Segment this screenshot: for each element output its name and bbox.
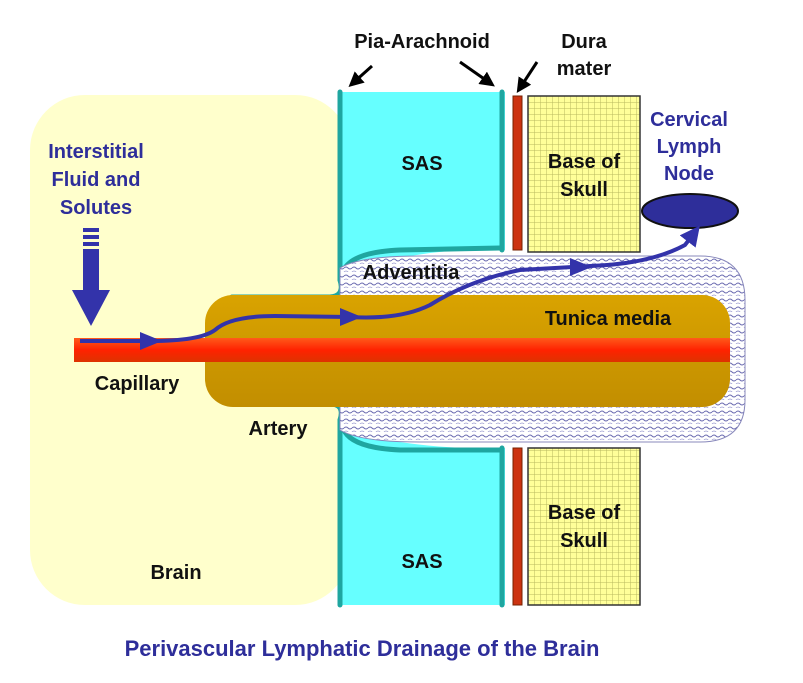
diagram-caption: Perivascular Lymphatic Drainage of the B…: [125, 636, 600, 661]
dura-mater-top: [512, 95, 523, 251]
lymph-node-label-line3: Node: [664, 163, 714, 185]
pia-pointer-arrows: [348, 60, 539, 94]
interstitial-fluid-arrow: [72, 228, 110, 326]
fluid-label-line1: Interstitial: [48, 141, 144, 163]
drainage-flow-path: [80, 225, 700, 343]
skull-bottom: [527, 447, 641, 606]
flow-arrowheads: [140, 258, 592, 350]
capillary-label: Capillary: [95, 373, 180, 395]
fluid-label-line2: Fluid and: [52, 169, 141, 191]
sas-bottom-label: SAS: [401, 551, 442, 573]
skull-top-label-line1: Base of: [548, 151, 621, 173]
lymph-node-label-line1: Cervical: [650, 109, 728, 131]
adventitia-label: Adventitia: [363, 262, 461, 284]
sas-top-compartment: [340, 92, 505, 282]
skull-bottom-label-line1: Base of: [548, 502, 621, 524]
brain-label: Brain: [150, 562, 201, 584]
dura-label-line2: mater: [557, 58, 612, 80]
skull-top-label-line2: Skull: [560, 179, 608, 201]
dura-mater-bottom: [512, 447, 523, 606]
artery-label: Artery: [249, 418, 309, 440]
tunica-media-label: Tunica media: [545, 308, 672, 330]
vessel-lumen: [74, 338, 730, 362]
skull-top: [527, 95, 641, 253]
fluid-label-line3: Solutes: [60, 197, 132, 219]
dura-label-line1: Dura: [561, 31, 607, 53]
cervical-lymph-node: [641, 193, 739, 229]
pia-arachnoid-label: Pia-Arachnoid: [354, 31, 490, 53]
sas-bottom-compartment: [340, 425, 505, 605]
skull-bottom-label-line2: Skull: [560, 530, 608, 552]
lymph-node-label-line2: Lymph: [657, 136, 722, 158]
sas-top-label: SAS: [401, 153, 442, 175]
